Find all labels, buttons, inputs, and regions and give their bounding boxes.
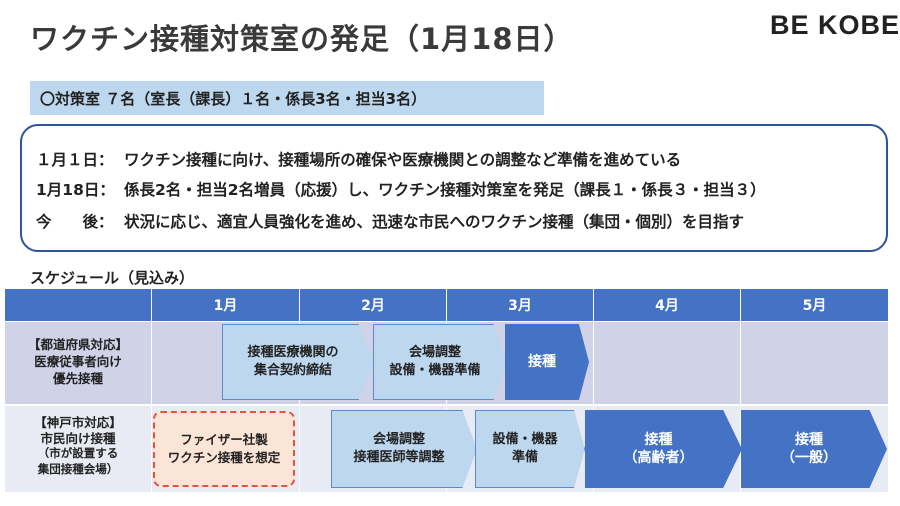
- row-label-line: 集団接種会場）: [37, 461, 119, 476]
- step-line: 接種: [795, 432, 823, 448]
- step-contract: 接種医療機関の集合契約締結: [222, 324, 374, 400]
- row-label-line: 医療従事者向け: [34, 354, 122, 369]
- timeline-date: １月１日：: [36, 151, 114, 169]
- row-label-line: 市民向け接種: [40, 430, 116, 446]
- column-divider: [446, 322, 447, 492]
- step-vaccination-general: 接種 （一般）: [741, 410, 887, 488]
- timeline-text: 係長2名・担当2名増員（応援）し、ワクチン接種対策室を発足（課長１・係長３・担当…: [124, 181, 766, 199]
- step-vaccination-elderly: 接種 （高齢者）: [585, 410, 742, 488]
- step-line: 設備・機器: [492, 432, 558, 447]
- step-line: 会場調整: [408, 345, 461, 360]
- staff-summary-text: 〇対策室 ７名（室長（課長）１名・係長3名・担当3名）: [40, 90, 427, 108]
- month-header: 2月: [300, 289, 447, 321]
- step-line: 会場調整: [372, 432, 425, 447]
- timeline-row: 1月18日： 係長2名・担当2名増員（応援）し、ワクチン接種対策室を発足（課長１・…: [36, 178, 766, 200]
- row-label-prefecture: 【都道府県対応】 医療従事者向け 優先接種: [5, 336, 151, 387]
- step-line: 接種医療機関の: [247, 345, 339, 360]
- note-line: ワクチン接種を想定: [167, 450, 281, 465]
- be-kobe-logo: BE KOBE: [770, 10, 900, 40]
- step-line: 接種: [644, 432, 673, 448]
- month-header: 1月: [152, 289, 300, 321]
- timeline-date: 1月18日：: [36, 181, 115, 199]
- page-title: ワクチン接種対策室の発足（1月18日）: [30, 22, 574, 56]
- timeline-text: 状況に応じ、適宜人員強化を進め、迅速な市民へのワクチン接種（集団・個別）を目指す: [124, 213, 745, 231]
- column-divider: [299, 322, 300, 492]
- timeline-text: ワクチン接種に向け、接種場所の確保や医療機関との調整など準備を進めている: [124, 151, 682, 169]
- step-line: 接種医師等調整: [353, 450, 445, 465]
- row-label-line: 【神戸市対応】: [34, 415, 122, 430]
- timeline-row: １月１日： ワクチン接種に向け、接種場所の確保や医療機関との調整など準備を進めてい…: [36, 148, 681, 170]
- column-divider: [593, 322, 594, 492]
- timeline-box: １月１日： ワクチン接種に向け、接種場所の確保や医療機関との調整など準備を進めてい…: [20, 124, 888, 252]
- staff-summary-bar: 〇対策室 ７名（室長（課長）１名・係長3名・担当3名）: [30, 81, 544, 115]
- schedule-header-corner: [5, 289, 152, 321]
- step-line: 設備・機器準備: [389, 363, 481, 378]
- note-line: ファイザー社製: [180, 432, 268, 447]
- schedule-label: スケジュール（見込み）: [30, 269, 194, 287]
- column-divider: [151, 322, 152, 492]
- row-label-line: （市が設置する: [37, 446, 119, 460]
- month-header: 3月: [447, 289, 594, 321]
- month-header: 5月: [741, 289, 888, 321]
- step-venue-prep: 会場調整設備・機器準備: [373, 324, 507, 400]
- step-equipment: 設備・機器準備: [475, 410, 585, 488]
- timeline-date: 今 後：: [36, 213, 114, 231]
- column-divider: [740, 322, 741, 492]
- schedule-grid: 1月 2月 3月 4月 5月 【都道府県対応】 医療従事者向け 優先接種 接種医…: [5, 289, 888, 492]
- timeline-row: 今 後： 状況に応じ、適宜人員強化を進め、迅速な市民へのワクチン接種（集団・個別）…: [36, 210, 744, 232]
- step-venue-doctor: 会場調整接種医師等調整: [331, 410, 477, 488]
- month-header: 4月: [594, 289, 741, 321]
- step-line: （高齢者）: [623, 450, 694, 466]
- step-line: 接種: [528, 354, 556, 370]
- pfizer-note: ファイザー社製ワクチン接種を想定: [153, 411, 295, 487]
- row-label-kobe: 【神戸市対応】 市民向け接種 （市が設置する 集団接種会場）: [5, 415, 151, 477]
- row-label-line: 優先接種: [52, 371, 103, 386]
- step-line: 準備: [511, 450, 538, 465]
- step-line: 集合契約締結: [253, 363, 332, 378]
- row-label-line: 【都道府県対応】: [27, 337, 128, 352]
- step-line: （一般）: [781, 450, 837, 466]
- step-vaccination: 接種: [505, 324, 589, 400]
